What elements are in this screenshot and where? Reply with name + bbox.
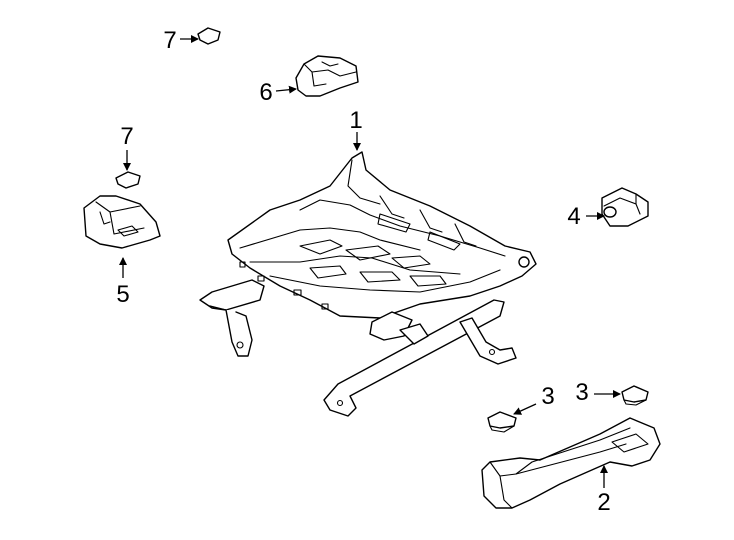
cap-right bbox=[621, 385, 649, 406]
cap-left bbox=[487, 411, 517, 433]
clip-top bbox=[197, 27, 221, 45]
callout-label-3-left: 3 bbox=[541, 383, 554, 410]
housing bbox=[295, 55, 359, 97]
callout-3-left: 3 bbox=[513, 383, 555, 415]
callout-label-7-left: 7 bbox=[120, 123, 133, 150]
callout-7-left: 7 bbox=[120, 123, 134, 171]
callout-6: 6 bbox=[259, 79, 297, 106]
clip-left bbox=[115, 171, 141, 189]
callout-label-5: 5 bbox=[116, 281, 129, 308]
bracket bbox=[601, 187, 649, 227]
callout-label-7-top: 7 bbox=[163, 27, 176, 54]
callout-label-2: 2 bbox=[597, 489, 610, 516]
callout-7-top: 7 bbox=[163, 27, 199, 54]
callout-5: 5 bbox=[116, 257, 130, 308]
callout-2: 2 bbox=[597, 465, 611, 516]
track-cover bbox=[481, 417, 661, 509]
callout-label-4: 4 bbox=[567, 203, 580, 230]
callout-label-6: 6 bbox=[259, 79, 272, 106]
callout-3-right: 3 bbox=[575, 379, 621, 406]
callout-4: 4 bbox=[567, 203, 605, 230]
callout-label-1: 1 bbox=[349, 107, 362, 134]
callout-label-3-right: 3 bbox=[575, 379, 588, 406]
callout-1: 1 bbox=[349, 107, 363, 151]
side-cover bbox=[83, 195, 161, 249]
seat-frame-assembly bbox=[199, 151, 537, 417]
